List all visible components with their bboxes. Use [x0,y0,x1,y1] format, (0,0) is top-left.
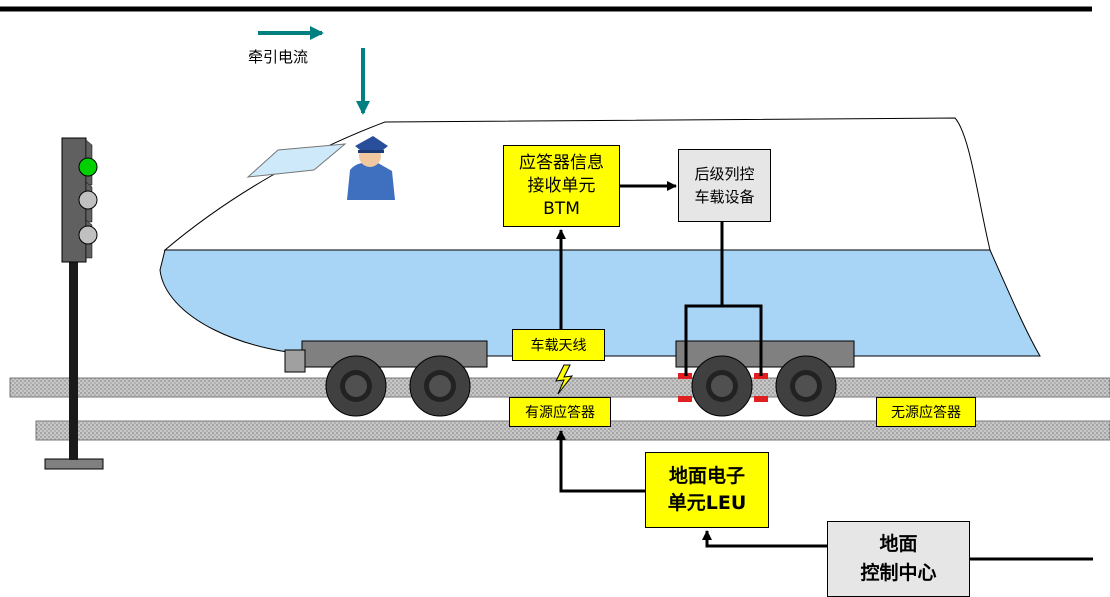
leu-to-balise-arrow [556,430,645,493]
leu-box: 地面电子 单元LEU [645,452,769,528]
train-window [246,143,347,178]
sensor-wiring [684,304,763,376]
antenna-sensor [678,396,692,402]
traction-current-label: 牵引电流 [248,48,309,66]
onboard-antenna-box: 车载天线 [512,329,605,361]
lightning-icon [555,364,574,395]
wheel [775,355,837,417]
passive-balise-box: 无源应答器 [876,397,976,427]
center-to-leu-arrow [702,530,827,548]
bogie-ledge [284,349,306,373]
wheel [409,355,471,417]
active-balise-box: 有源应答器 [509,397,611,427]
wheel [691,355,753,417]
btm-box: 应答器信息 接收单元 BTM [503,145,620,227]
antenna-sensor [754,396,768,402]
train-driver-icon [347,136,395,200]
wheel [325,355,387,417]
control-center-box: 地面 控制中心 [827,521,970,597]
follow-equipment-box: 后级列控 车载设备 [678,149,771,222]
signal-light-icon [44,137,104,470]
